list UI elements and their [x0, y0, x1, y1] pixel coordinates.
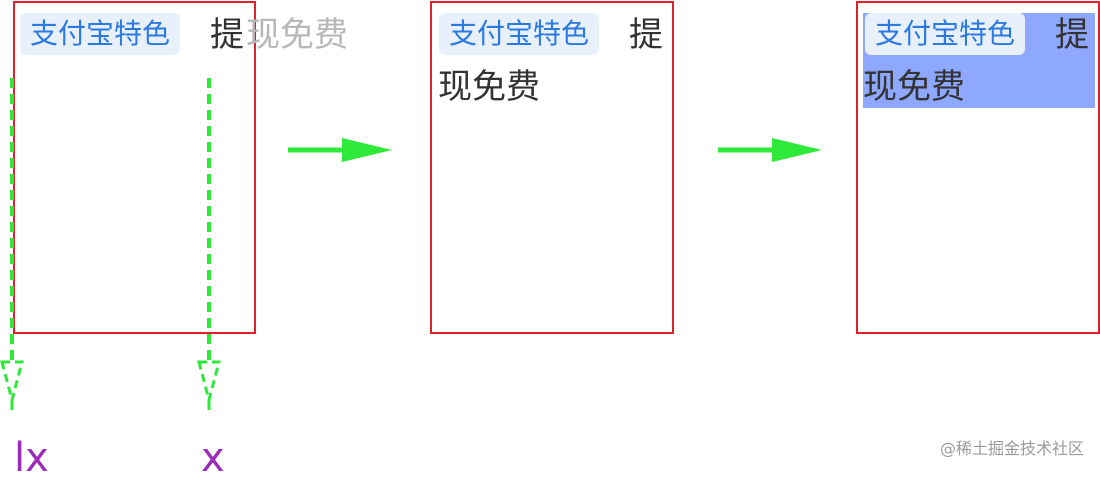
guide-lines — [0, 78, 221, 410]
tag-badge-2: 支付宝特色 — [439, 13, 600, 55]
right-arrow-icon — [288, 138, 392, 162]
selection-highlight-gap — [863, 55, 1095, 65]
tag-badge-1: 支付宝特色 — [20, 13, 181, 55]
panel-3-line-2: 现免费 — [863, 67, 965, 107]
panel-1-overflow-text: 现免费 — [246, 15, 348, 55]
selection-highlight-line-2 — [863, 62, 985, 108]
right-arrow-icon — [718, 138, 822, 162]
label-x: x — [201, 435, 225, 481]
panel-1-char-ti: 提 — [210, 15, 244, 55]
panel-3-line-1: 提 — [1055, 15, 1089, 55]
label-lx: lx — [14, 435, 49, 481]
panel-2 — [430, 1, 674, 334]
panel-2-line-1: 提 — [629, 15, 663, 55]
lx-guide-arrowhead — [0, 360, 24, 406]
selection-highlight-right — [985, 62, 1095, 108]
panel-2-line-2: 现免费 — [438, 67, 540, 107]
panel-3 — [856, 1, 1100, 334]
watermark: @稀土掘金技术社区 — [939, 439, 1084, 458]
tag-badge-3: 支付宝特色 — [865, 13, 1026, 55]
x-guide-arrowhead — [197, 360, 221, 406]
